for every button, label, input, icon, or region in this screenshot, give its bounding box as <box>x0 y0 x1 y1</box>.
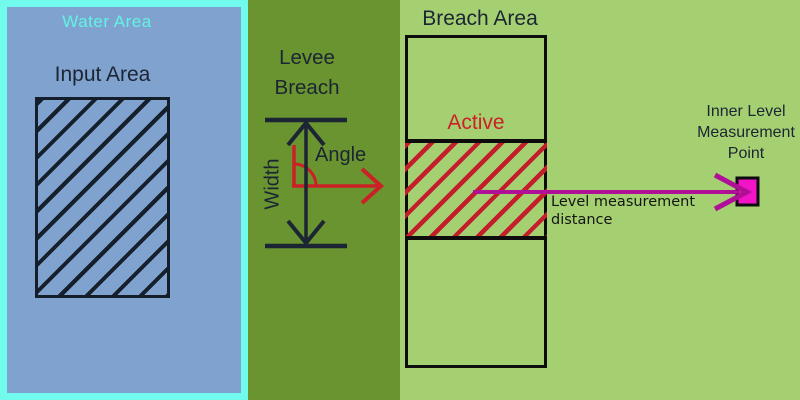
angle-label: Angle <box>315 144 367 166</box>
active-section-rect <box>405 139 547 240</box>
input-area-label: Input Area <box>54 63 151 86</box>
active-label: Active <box>447 111 505 134</box>
input-area-rect <box>35 97 170 298</box>
water-area-label: Water Area <box>62 12 152 31</box>
level-measurement-distance-label: Level measurement distance <box>551 194 696 229</box>
inner-level-measurement-point-label: Inner Level Measurement Point <box>697 103 795 163</box>
water-area: Water Area Input Area <box>0 0 248 400</box>
width-label: Width <box>261 158 284 210</box>
breach-area-label: Breach Area <box>422 7 538 30</box>
levee-breach-label: Levee Breach <box>274 46 340 99</box>
